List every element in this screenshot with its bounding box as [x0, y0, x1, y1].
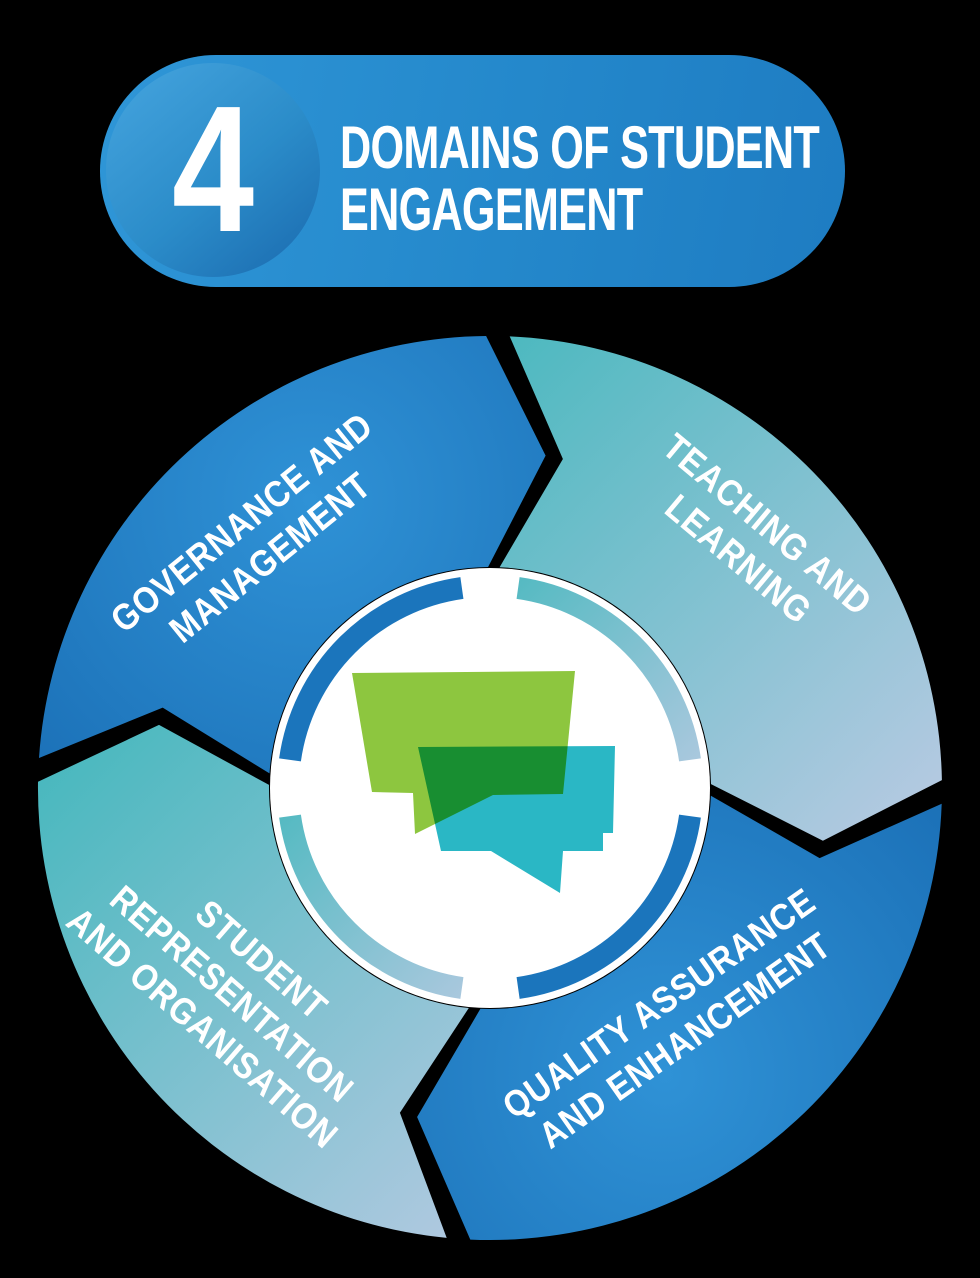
- header-title: DOMAINS OF STUDENT ENGAGEMENT: [340, 114, 820, 243]
- segment-teaching-and-learning: [499, 336, 942, 841]
- inner-ring-arc-sw: [279, 814, 464, 999]
- header-number: 4: [171, 69, 255, 270]
- segment-quality-assurance: [417, 795, 942, 1241]
- speech-bubbles-icon: [335, 633, 645, 943]
- header-number-circle: 4: [106, 63, 320, 277]
- inner-ring-arc-ne: [516, 577, 701, 762]
- header-title-line1: DOMAINS OF STUDENT: [340, 114, 820, 181]
- segment-governance-and-management: [39, 336, 546, 774]
- inner-ring-arc-se: [516, 814, 701, 999]
- segment-student-representation: [37, 724, 469, 1238]
- teal-speech-bubble: [418, 746, 615, 893]
- header-title-line2: ENGAGEMENT: [340, 176, 643, 243]
- header-badge: 4 DOMAINS OF STUDENT ENGAGEMENT: [100, 55, 845, 287]
- inner-ring-arc-nw: [279, 577, 464, 762]
